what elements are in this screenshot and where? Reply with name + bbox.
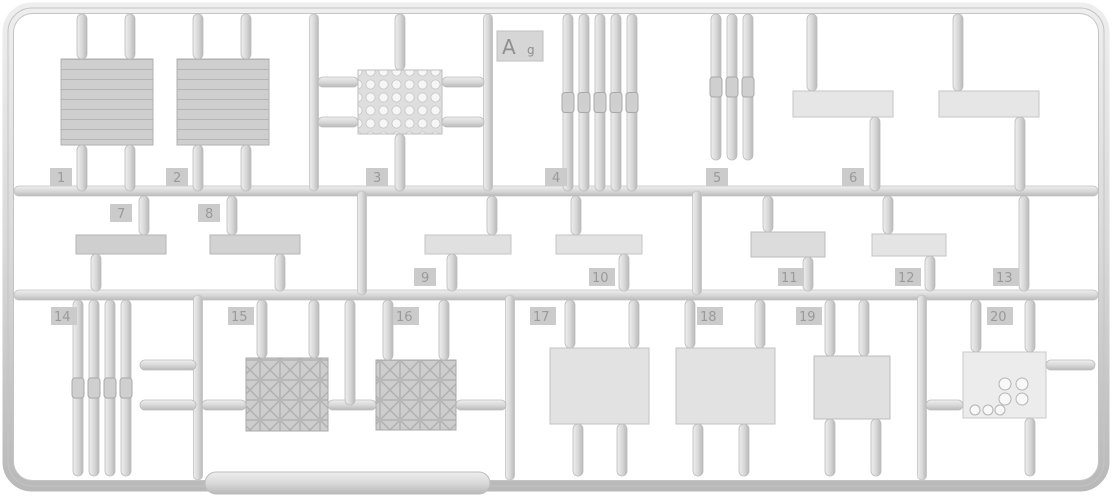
svg-text:13: 13 <box>996 271 1013 286</box>
part-15-crate <box>245 357 329 432</box>
sprue-code-letter: A <box>502 35 516 59</box>
part-label-15: 15 <box>228 307 254 325</box>
part-11-plate <box>750 231 826 258</box>
part-2-slatted-panel <box>176 58 270 146</box>
svg-text:2: 2 <box>173 171 181 186</box>
svg-text:16: 16 <box>396 310 413 325</box>
part-label-20: 20 <box>987 307 1013 325</box>
svg-text:8: 8 <box>205 207 213 222</box>
part-label-2: 2 <box>166 168 188 186</box>
part-20-panel <box>962 351 1047 419</box>
part-label-11: 11 <box>778 268 804 286</box>
inner-runners <box>13 13 1099 481</box>
svg-text:18: 18 <box>700 310 717 325</box>
part-label-13: 13 <box>993 268 1019 286</box>
part-label-4: 4 <box>545 168 567 186</box>
part-label-14: 14 <box>51 307 77 325</box>
gates <box>71 13 1096 477</box>
svg-text:6: 6 <box>849 171 857 186</box>
part-3-perforated-grid <box>357 69 443 135</box>
svg-text:1: 1 <box>57 171 65 186</box>
part-16-crate <box>375 359 457 431</box>
svg-text:9: 9 <box>421 271 429 286</box>
part-label-1: 1 <box>50 168 72 186</box>
svg-text:14: 14 <box>54 310 71 325</box>
part-label-3: 3 <box>366 168 388 186</box>
part-label-18: 18 <box>697 307 723 325</box>
part-label-6: 6 <box>842 168 864 186</box>
part-8-plate <box>209 234 301 255</box>
part-7-plate <box>75 234 167 255</box>
part-9-plate <box>424 234 512 255</box>
part-12-plate <box>871 233 947 257</box>
runner-tab <box>204 471 491 495</box>
svg-text:11: 11 <box>781 271 798 286</box>
part-17-panel <box>549 347 650 425</box>
svg-text:12: 12 <box>898 271 915 286</box>
sprue-code-badge: A g <box>496 30 544 62</box>
part-label-9: 9 <box>414 268 436 286</box>
part-label-8: 8 <box>198 204 220 222</box>
svg-text:4: 4 <box>552 171 560 186</box>
part-18-panel <box>675 347 776 425</box>
svg-text:17: 17 <box>533 310 550 325</box>
sprue-code-suffix: g <box>527 43 535 57</box>
part-label-7: 7 <box>110 204 132 222</box>
part-6-plate-right <box>938 90 1040 118</box>
part-label-17: 17 <box>530 307 556 325</box>
part-label-19: 19 <box>796 307 822 325</box>
svg-text:20: 20 <box>990 310 1007 325</box>
part-6-plate-left <box>792 90 894 118</box>
svg-text:15: 15 <box>231 310 248 325</box>
part-1-slatted-panel <box>60 58 154 146</box>
svg-text:7: 7 <box>117 207 125 222</box>
svg-text:10: 10 <box>592 271 609 286</box>
part-label-12: 12 <box>895 268 921 286</box>
svg-text:3: 3 <box>373 171 381 186</box>
part-label-16: 16 <box>393 307 419 325</box>
part-label-5: 5 <box>706 168 728 186</box>
part-label-10: 10 <box>589 268 615 286</box>
part-number-labels: 1 2 3 4 5 6 7 8 9 10 11 12 13 14 15 16 1… <box>50 168 1019 325</box>
part-19-panel <box>813 355 891 420</box>
parts <box>60 58 1047 432</box>
svg-text:5: 5 <box>713 171 721 186</box>
svg-text:19: 19 <box>799 310 816 325</box>
part-10-plate <box>555 234 643 255</box>
